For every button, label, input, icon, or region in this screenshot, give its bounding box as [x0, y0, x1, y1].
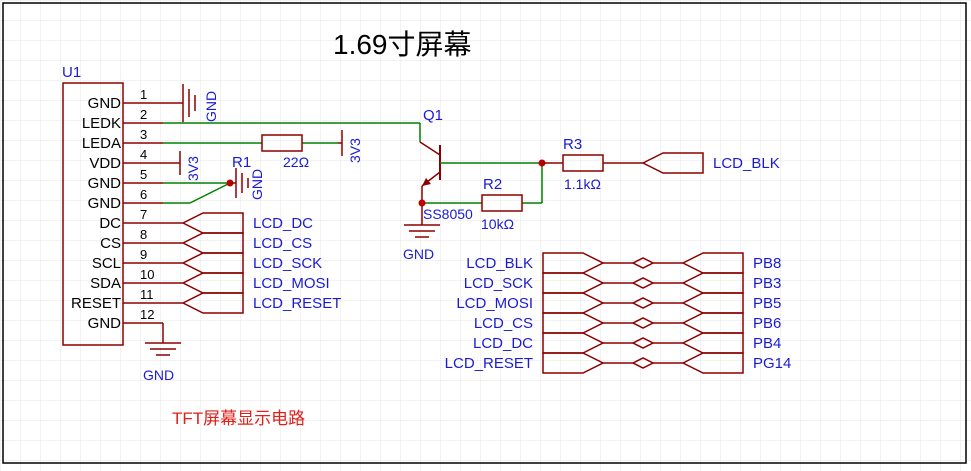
- ledk-wire: [163, 122, 421, 142]
- pin-name: DC: [99, 215, 121, 232]
- pin-name: SDA: [90, 275, 121, 292]
- net-label: LCD_CS: [253, 235, 312, 252]
- mapping-row[interactable]: LCD_CS PB6: [474, 312, 782, 334]
- pin-name: GND: [88, 195, 122, 212]
- mapping-port: PB5: [753, 295, 781, 312]
- pin-number: 7: [140, 207, 147, 222]
- q1-designator: Q1: [423, 107, 443, 124]
- junction-emitter: [418, 199, 426, 207]
- mapping-row[interactable]: LCD_DC PB4: [473, 332, 781, 354]
- pin-name: GND: [88, 95, 122, 112]
- pin-number: 6: [140, 187, 147, 202]
- pin-number: 4: [140, 147, 147, 162]
- mapping-row[interactable]: LCD_MOSI PB5: [456, 292, 781, 314]
- mapping-signal: LCD_RESET: [445, 355, 533, 372]
- connector-designator: U1: [62, 64, 81, 81]
- net-port[interactable]: LCD_MOSI: [163, 272, 330, 294]
- pin-number: 11: [140, 287, 154, 302]
- pin-number: 9: [140, 247, 147, 262]
- net-label: LCD_RESET: [253, 295, 341, 312]
- pin-number: 1: [140, 87, 147, 102]
- r3-designator: R3: [563, 136, 582, 153]
- resistor-r3[interactable]: R3 1.1kΩ: [542, 136, 643, 192]
- mapping-row[interactable]: LCD_BLK PB8: [466, 252, 781, 274]
- net-port[interactable]: LCD_CS: [163, 232, 312, 254]
- pin-name: GND: [88, 315, 122, 332]
- r1-designator: R1: [232, 154, 251, 171]
- mapping-port: PG14: [753, 355, 791, 372]
- mapping-signal: LCD_SCK: [464, 275, 533, 292]
- pin-number: 5: [140, 167, 147, 182]
- pin-name: RESET: [71, 295, 121, 312]
- gnd-symbol-q1: GND: [403, 224, 440, 262]
- resistor-22-value: 22Ω: [283, 154, 309, 170]
- net-port[interactable]: LCD_RESET: [163, 292, 341, 314]
- resistor-22-ohm[interactable]: 22Ω: [261, 134, 309, 170]
- resistor-r2[interactable]: R2 10kΩ: [481, 176, 523, 232]
- net-label: LCD_DC: [253, 215, 313, 232]
- connector-body: [62, 82, 124, 346]
- gnd-symbol-r1: R1 GND: [230, 154, 265, 200]
- net-port[interactable]: LCD_SCK: [163, 252, 322, 274]
- blk-net-port[interactable]: LCD_BLK: [641, 152, 780, 174]
- pin-name: CS: [100, 235, 121, 252]
- blk-net-label: LCD_BLK: [713, 155, 780, 172]
- r2-value: 10kΩ: [481, 216, 514, 232]
- pin-number: 10: [140, 267, 154, 282]
- mapping-signal: LCD_CS: [474, 315, 533, 332]
- vcc-label-vdd: 3V3: [185, 156, 201, 181]
- mapping-row[interactable]: LCD_SCK PB3: [464, 272, 782, 294]
- mapping-signal: LCD_BLK: [466, 255, 533, 272]
- pin-number: 8: [140, 227, 147, 242]
- pin-name: LEDK: [82, 115, 121, 132]
- pin-name: GND: [88, 175, 122, 192]
- gnd-pins-wire: [163, 179, 234, 204]
- gnd-label-r1: GND: [249, 169, 265, 200]
- mapping-port: PB3: [753, 275, 781, 292]
- connector-net-labels: LCD_DC LCD_CS LCD_SCK LCD_MOSI LCD_RESET: [163, 212, 341, 314]
- mapping-port: PB8: [753, 255, 781, 272]
- net-port[interactable]: LCD_DC: [163, 212, 313, 234]
- gnd-symbol-pin12: GND: [143, 323, 181, 383]
- r2-designator: R2: [483, 176, 502, 193]
- connector-u1[interactable]: U1 GND1LEDK2LEDA3VDD4GND5GND6DC7CS8SCL9S…: [62, 64, 163, 346]
- vcc-symbol-vdd: 3V3: [163, 151, 201, 181]
- q1-part: SS8050: [423, 206, 473, 222]
- gnd-label-pin1: GND: [203, 91, 219, 122]
- mapping-signal: LCD_DC: [473, 335, 533, 352]
- gnd-symbol-pin1: GND: [163, 84, 219, 122]
- mapping-port: PB4: [753, 335, 781, 352]
- r3-value: 1.1kΩ: [564, 176, 601, 192]
- net-label: LCD_SCK: [253, 255, 322, 272]
- vcc-label-leda: 3V3: [347, 138, 363, 163]
- schematic-title: 1.69寸屏幕: [333, 29, 472, 60]
- mapping-port: PB6: [753, 315, 781, 332]
- pin-name: VDD: [89, 155, 121, 172]
- mapping-row[interactable]: LCD_RESET PG14: [445, 352, 792, 374]
- net-label: LCD_MOSI: [253, 275, 330, 292]
- circuit-caption: TFT屏幕显示电路: [172, 409, 305, 428]
- mapping-signal: LCD_MOSI: [456, 295, 533, 312]
- gnd-label-pin12: GND: [143, 367, 174, 383]
- sheet-border: [2, 2, 967, 464]
- pin-name: LEDA: [82, 135, 121, 152]
- pin-number: 2: [140, 107, 147, 122]
- gnd-label-q1: GND: [403, 246, 434, 262]
- vcc-symbol-leda: 3V3: [338, 130, 363, 163]
- pin-number: 12: [140, 307, 154, 322]
- pin-name: SCL: [92, 255, 121, 272]
- pin-number: 3: [140, 127, 147, 142]
- transistor-q1[interactable]: Q1 SS8050: [419, 107, 542, 222]
- connector-pins: GND1LEDK2LEDA3VDD4GND5GND6DC7CS8SCL9SDA1…: [71, 87, 163, 332]
